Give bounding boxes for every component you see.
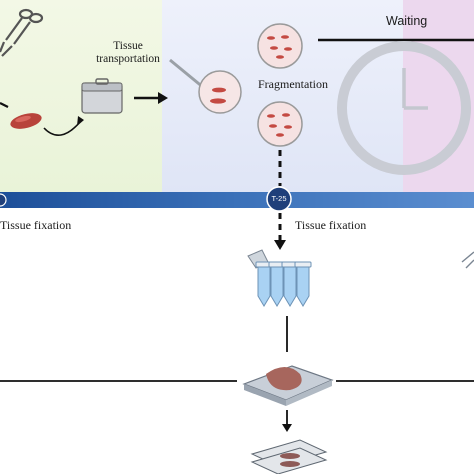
petri-dish-fragments-bottom-icon [257,101,303,147]
tissue-transportation-label-line2: transportation [96,53,160,65]
arrow-left-edge [0,102,9,108]
collection-panel [0,0,162,192]
tissue-cassette-icon [242,365,334,406]
fragmentation-label: Fragmentation [258,77,328,91]
arrow-to-dish [134,92,168,104]
cooler-box-icon [81,78,123,114]
timepoint-label: T-25 [271,194,287,203]
tube-rack-partial-icon [461,251,474,269]
tube-rack-icon [247,249,312,307]
arrow-to-slides [282,424,292,432]
tissue-transportation-label: Tissue transportation [78,40,178,66]
tissue-sample-icon [10,113,42,129]
petri-dish-icon [198,70,242,114]
timeline-bar [0,192,474,208]
waiting-label: Waiting [386,14,428,28]
arrow-to-tubes [274,240,286,250]
tissue-fixation-label-center: Tissue fixation [295,218,367,232]
tissue-transportation-label-line1: Tissue [113,40,143,52]
tissue-fixation-label-left: Tissue fixation [0,218,72,232]
petri-dish-fragments-top-icon [257,23,303,69]
forceps-icon [0,8,44,57]
clock-icon [337,41,471,175]
timepoint-marker-icon [266,186,292,212]
slides-icon [250,439,328,474]
arrow-to-transport [43,116,84,136]
timepoint-marker-left [0,193,7,207]
